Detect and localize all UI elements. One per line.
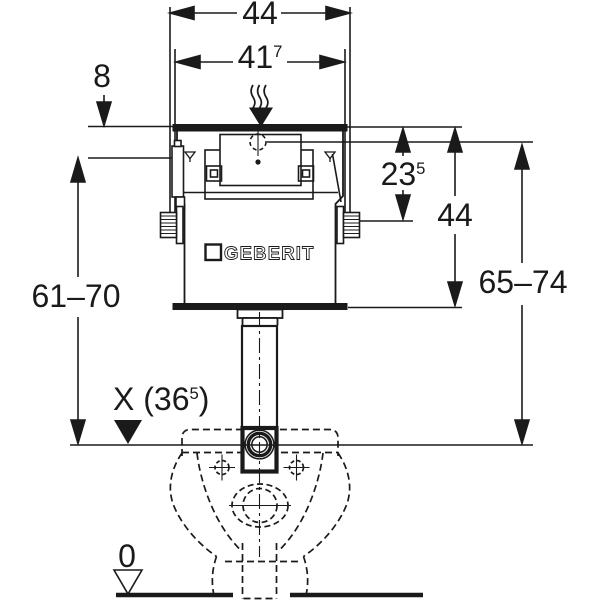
arrow-right-icon (319, 54, 348, 70)
datum-x-label: X (365) (113, 381, 210, 417)
arrow-left-icon (166, 5, 195, 21)
arrow-up-icon (446, 125, 464, 153)
toilet-centermarks (209, 454, 310, 507)
arrow-up-icon (69, 155, 87, 183)
bowl-left (169, 452, 217, 558)
dim-top-offset-label: 8 (93, 58, 111, 94)
geberit-logo: GEBERIT (204, 242, 315, 264)
dim-width-inner-label: 417 (237, 39, 283, 75)
brand-text: GEBERIT (224, 243, 315, 264)
arrow-up-icon (513, 142, 531, 170)
dim-range-left (69, 155, 87, 447)
dim-range-right-label: 65–74 (478, 264, 568, 300)
bowl-right (303, 452, 351, 558)
odor-extraction-icon (249, 84, 273, 127)
cistern-bottom-edge (172, 303, 348, 310)
arrow-right-icon (325, 5, 354, 21)
dim-front-depth-label: 235 (380, 156, 426, 192)
wall-bracket-right (336, 205, 361, 245)
fixing-square-right (297, 165, 315, 182)
protection-plate (219, 133, 302, 187)
cistern: GEBERIT (159, 124, 361, 310)
dim-width-outer (166, 5, 354, 21)
supply-connection (171, 145, 185, 198)
arrow-down-icon (513, 419, 531, 447)
floor-level-label: 0 (118, 538, 136, 574)
dim-front-depth (394, 125, 412, 222)
dim-top-offset (95, 95, 113, 129)
cistern-top-edge (172, 124, 348, 132)
datum-triangle-zero-icon (112, 569, 144, 596)
logo-square-icon (204, 243, 223, 262)
arrow-down-icon (95, 101, 113, 129)
dim-tank-height (446, 125, 464, 309)
arrow-left-icon (172, 54, 201, 70)
center-dot (255, 159, 261, 165)
arrow-down-icon (446, 281, 464, 309)
dim-tank-height-label: 44 (437, 197, 473, 233)
flush-pipe (236, 308, 284, 557)
dim-range-left-label: 61–70 (31, 278, 121, 314)
arrow-down-icon (394, 194, 412, 222)
arrow-down-icon (69, 419, 87, 447)
water-level-icon-left (183, 151, 197, 162)
wall-bracket-left (159, 205, 184, 245)
dim-range-right (513, 142, 531, 447)
extension-lines (88, 7, 462, 309)
arrow-up-icon (394, 125, 412, 153)
dim-width-outer-label: 44 (242, 0, 278, 31)
fixing-square-left (205, 165, 223, 182)
dim-width-inner (172, 54, 348, 70)
datum-triangle-x-icon (114, 420, 142, 444)
